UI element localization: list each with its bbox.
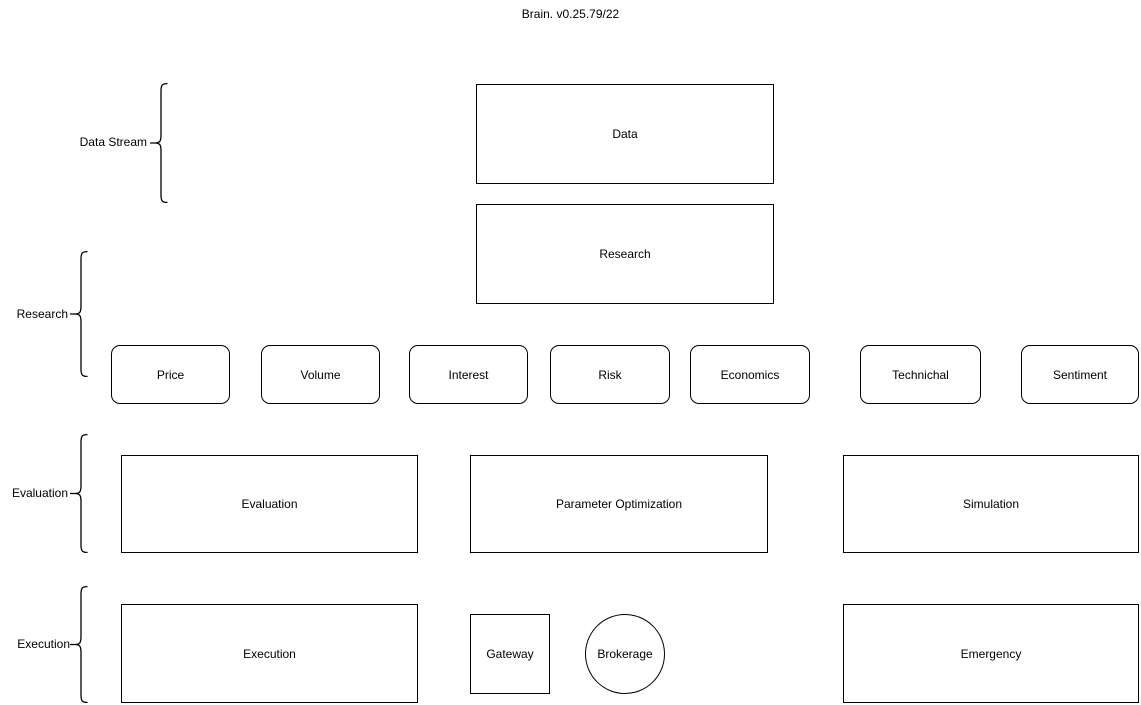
node-risk[interactable]: Risk (550, 345, 670, 404)
curly-brace-research (70, 250, 88, 378)
node-label: Technichal (892, 367, 949, 382)
node-label: Economics (720, 367, 780, 382)
node-label: Evaluation (241, 497, 298, 511)
node-interest[interactable]: Interest (409, 345, 528, 404)
node-label: Emergency (960, 646, 1022, 661)
bracket-label-data-stream: Data Stream (79, 135, 147, 149)
node-label: Interest (448, 367, 489, 382)
node-label: Simulation (962, 497, 1020, 511)
node-label: Execution (243, 646, 296, 661)
node-economics[interactable]: Economics (690, 345, 810, 404)
node-label: Sentiment (1052, 367, 1108, 382)
node-label: Volume (300, 367, 341, 382)
node-sentiment[interactable]: Sentiment (1021, 345, 1139, 404)
node-label: Price (156, 367, 185, 382)
node-gateway[interactable]: Gateway (470, 614, 550, 694)
node-research[interactable]: Research (476, 204, 774, 304)
bracket-label-evaluation: Evaluation (11, 486, 68, 500)
node-simulation[interactable]: Simulation (843, 455, 1139, 553)
curly-brace-evaluation (70, 433, 88, 554)
node-label: Data (612, 127, 638, 141)
node-evaluation[interactable]: Evaluation (121, 455, 418, 553)
bracket-label-execution: Execution (17, 637, 70, 651)
node-execution[interactable]: Execution (121, 604, 418, 703)
node-label: Parameter Optimization (555, 497, 683, 511)
bracket-label-research: Research (16, 307, 68, 321)
node-label: Research (599, 247, 651, 261)
node-data[interactable]: Data (476, 84, 774, 184)
curly-brace-data-stream (150, 82, 168, 204)
diagram-title: Brain. v0.25.79/22 (521, 7, 620, 21)
node-label: Brokerage (597, 647, 653, 661)
node-price[interactable]: Price (111, 345, 230, 404)
node-parameter-optimization[interactable]: Parameter Optimization (470, 455, 768, 553)
node-label: Risk (598, 367, 622, 382)
node-emergency[interactable]: Emergency (843, 604, 1139, 703)
curly-brace-execution (70, 585, 88, 704)
node-brokerage[interactable]: Brokerage (585, 614, 665, 694)
node-volume[interactable]: Volume (261, 345, 380, 404)
node-technichal[interactable]: Technichal (860, 345, 981, 404)
node-label: Gateway (486, 647, 534, 661)
